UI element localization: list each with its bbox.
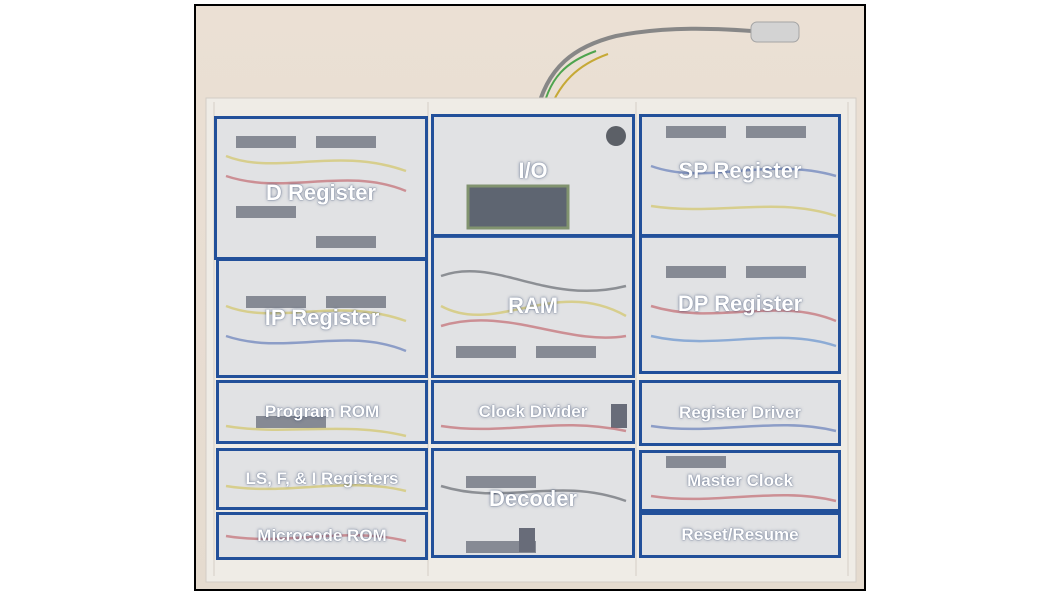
sp-register-label: SP Register <box>678 158 802 183</box>
reset-resume-label: Reset/Resume <box>681 525 799 544</box>
region-program-rom[interactable]: Program ROM <box>216 380 428 444</box>
knob-icon <box>606 126 626 146</box>
microcode-rom-label: Microcode ROM <box>257 526 387 545</box>
region-reset-resume[interactable]: Reset/Resume <box>639 512 841 558</box>
region-clock-divider[interactable]: Clock Divider <box>431 380 635 444</box>
region-ls-f-i-registers[interactable]: LS, F, & I Registers <box>216 448 428 510</box>
seven-segment-icon-2 <box>519 528 535 552</box>
ram-label: RAM <box>507 293 559 318</box>
region-ram[interactable]: RAM <box>431 234 635 378</box>
region-microcode-rom[interactable]: Microcode ROM <box>216 512 428 560</box>
region-ip-register[interactable]: IP Register <box>216 258 428 378</box>
dp-register-label: DP Register <box>677 291 803 316</box>
cable-plug-icon <box>750 21 800 43</box>
chip-icons <box>236 126 806 553</box>
usb-cable-icon <box>534 26 767 117</box>
lcd-display-icon <box>466 184 570 230</box>
clock-divider-label: Clock Divider <box>478 402 588 421</box>
program-rom-label: Program ROM <box>264 402 380 421</box>
ip-register-label: IP Register <box>264 305 380 330</box>
region-sp-register[interactable]: SP Register <box>639 114 841 238</box>
breadboard-photo-frame: D Register I/O SP Register IP Register R… <box>194 4 866 591</box>
region-decoder[interactable]: Decoder <box>431 448 635 558</box>
register-driver-label: Register Driver <box>679 403 801 422</box>
region-master-clock[interactable]: Master Clock <box>639 450 841 512</box>
io-label: I/O <box>518 158 548 183</box>
seven-segment-icon <box>611 404 627 428</box>
breadboard-photo <box>205 21 857 583</box>
ls-f-i-registers-label: LS, F, & I Registers <box>245 469 399 488</box>
d-register-label: D Register <box>265 180 377 205</box>
region-io[interactable]: I/O <box>431 114 635 238</box>
region-dp-register[interactable]: DP Register <box>639 234 841 374</box>
decoder-label: Decoder <box>488 486 578 511</box>
region-d-register[interactable]: D Register <box>214 116 428 260</box>
region-register-driver[interactable]: Register Driver <box>639 380 841 446</box>
master-clock-label: Master Clock <box>687 471 793 490</box>
